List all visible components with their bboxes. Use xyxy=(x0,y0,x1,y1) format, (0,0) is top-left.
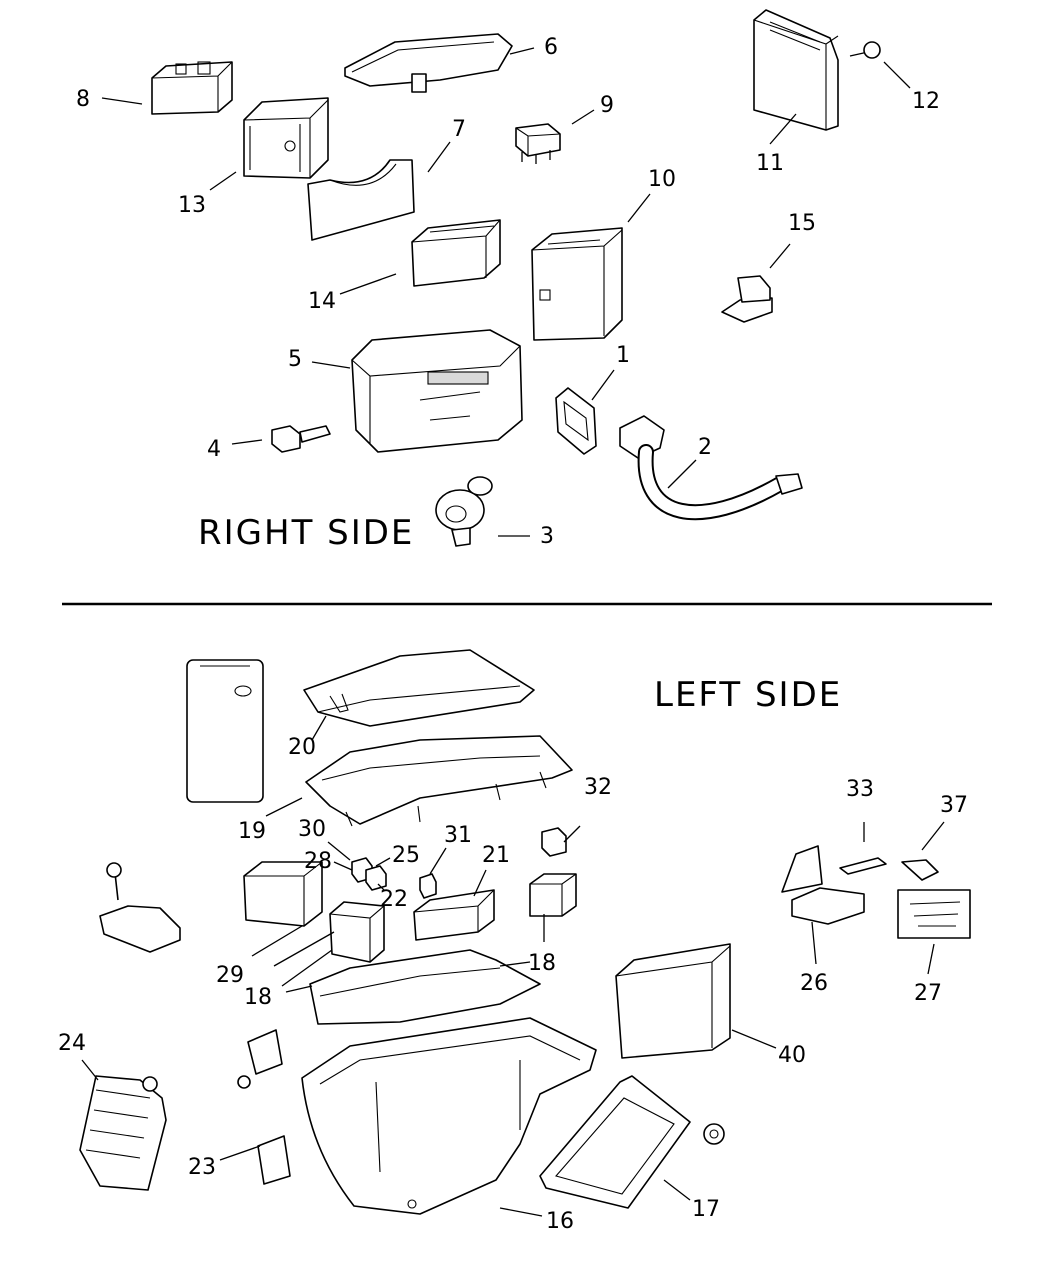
part-18-connector-left xyxy=(329,901,385,963)
mount-bracket xyxy=(99,862,181,953)
part-1-gasket xyxy=(555,387,597,455)
callout-18-upper: 18 xyxy=(528,951,556,976)
part-4-sensor xyxy=(271,425,331,453)
part-31-fuse xyxy=(419,873,437,899)
left-side-leader-lines xyxy=(81,715,945,1217)
callout-13: 13 xyxy=(178,193,206,218)
part-11-control-unit xyxy=(753,9,839,131)
callout-12: 12 xyxy=(912,89,940,114)
part-28-connector-block xyxy=(243,861,323,927)
part-37-clip xyxy=(901,859,939,881)
callout-27: 27 xyxy=(914,981,942,1006)
callout-31: 31 xyxy=(444,823,472,848)
part-13-control-module xyxy=(243,97,329,179)
part-15-bracket-clip xyxy=(721,275,773,323)
part-7-shield-panel xyxy=(307,159,415,241)
part-26-junction-box xyxy=(781,845,865,925)
callout-11: 11 xyxy=(756,151,784,176)
callout-8: 8 xyxy=(76,87,90,112)
part-32-relay xyxy=(541,827,567,857)
callout-2: 2 xyxy=(698,435,712,460)
part-27-label xyxy=(897,889,971,939)
part-18-connector-upper xyxy=(529,873,577,917)
part-10-control-module xyxy=(531,227,623,341)
part-33-strip xyxy=(839,857,887,875)
callout-25: 25 xyxy=(392,843,420,868)
callout-16: 16 xyxy=(546,1209,574,1234)
label-card xyxy=(186,659,264,803)
part-18-carrier xyxy=(309,949,541,1025)
callout-20: 20 xyxy=(288,735,316,760)
callout-22: 22 xyxy=(380,887,408,912)
callout-1: 1 xyxy=(616,343,630,368)
callout-21: 21 xyxy=(482,843,510,868)
part-14-module-connector xyxy=(411,219,501,287)
right-side-label: RIGHT SIDE xyxy=(198,513,414,553)
right-side-leader-lines xyxy=(101,47,911,537)
nut xyxy=(703,1123,725,1145)
callout-4: 4 xyxy=(207,437,221,462)
callout-29: 29 xyxy=(216,963,244,988)
part-16-main-housing xyxy=(301,1017,597,1215)
part-5-lower-housing xyxy=(351,329,523,453)
part-25-fuse xyxy=(351,857,387,891)
callout-23: 23 xyxy=(188,1155,216,1180)
part-23-connector xyxy=(257,1135,291,1185)
callout-15: 15 xyxy=(788,211,816,236)
right-side-callouts: 1 2 3 4 5 6 7 8 9 10 11 12 13 14 15 xyxy=(76,35,940,549)
grommet xyxy=(237,1029,283,1089)
callout-30: 30 xyxy=(298,817,326,842)
callout-19: 19 xyxy=(238,819,266,844)
part-3-valve xyxy=(435,476,493,547)
callout-6: 6 xyxy=(544,35,558,60)
part-9-relay xyxy=(515,123,561,164)
part-21-relay-bank xyxy=(413,889,495,941)
callout-7: 7 xyxy=(452,117,466,142)
callout-18-left: 18 xyxy=(244,985,272,1010)
left-side-callouts: 16 17 18 18 18 19 20 21 22 23 24 25 26 2… xyxy=(58,735,968,1234)
part-17-gasket-frame xyxy=(539,1075,691,1209)
callout-37: 37 xyxy=(940,793,968,818)
callout-17: 17 xyxy=(692,1197,720,1222)
part-20-cover xyxy=(303,649,535,727)
callout-40: 40 xyxy=(778,1043,806,1068)
part-19-tray xyxy=(305,735,573,827)
part-2-drain-hose xyxy=(619,415,803,521)
part-12-screw xyxy=(849,41,881,59)
callout-24: 24 xyxy=(58,1031,86,1056)
callout-10: 10 xyxy=(648,167,676,192)
callout-32: 32 xyxy=(584,775,612,800)
part-6-cover-lid xyxy=(344,33,513,93)
callout-5: 5 xyxy=(288,347,302,372)
callout-9: 9 xyxy=(600,93,614,118)
part-40-module xyxy=(615,943,731,1059)
callout-26: 26 xyxy=(800,971,828,996)
callout-3: 3 xyxy=(540,524,554,549)
left-side-label: LEFT SIDE xyxy=(654,675,842,715)
callout-33: 33 xyxy=(846,777,874,802)
callout-28: 28 xyxy=(304,849,332,874)
callout-14: 14 xyxy=(308,289,336,314)
part-24-power-module xyxy=(79,1075,167,1191)
part-8-connector-block xyxy=(151,61,233,115)
